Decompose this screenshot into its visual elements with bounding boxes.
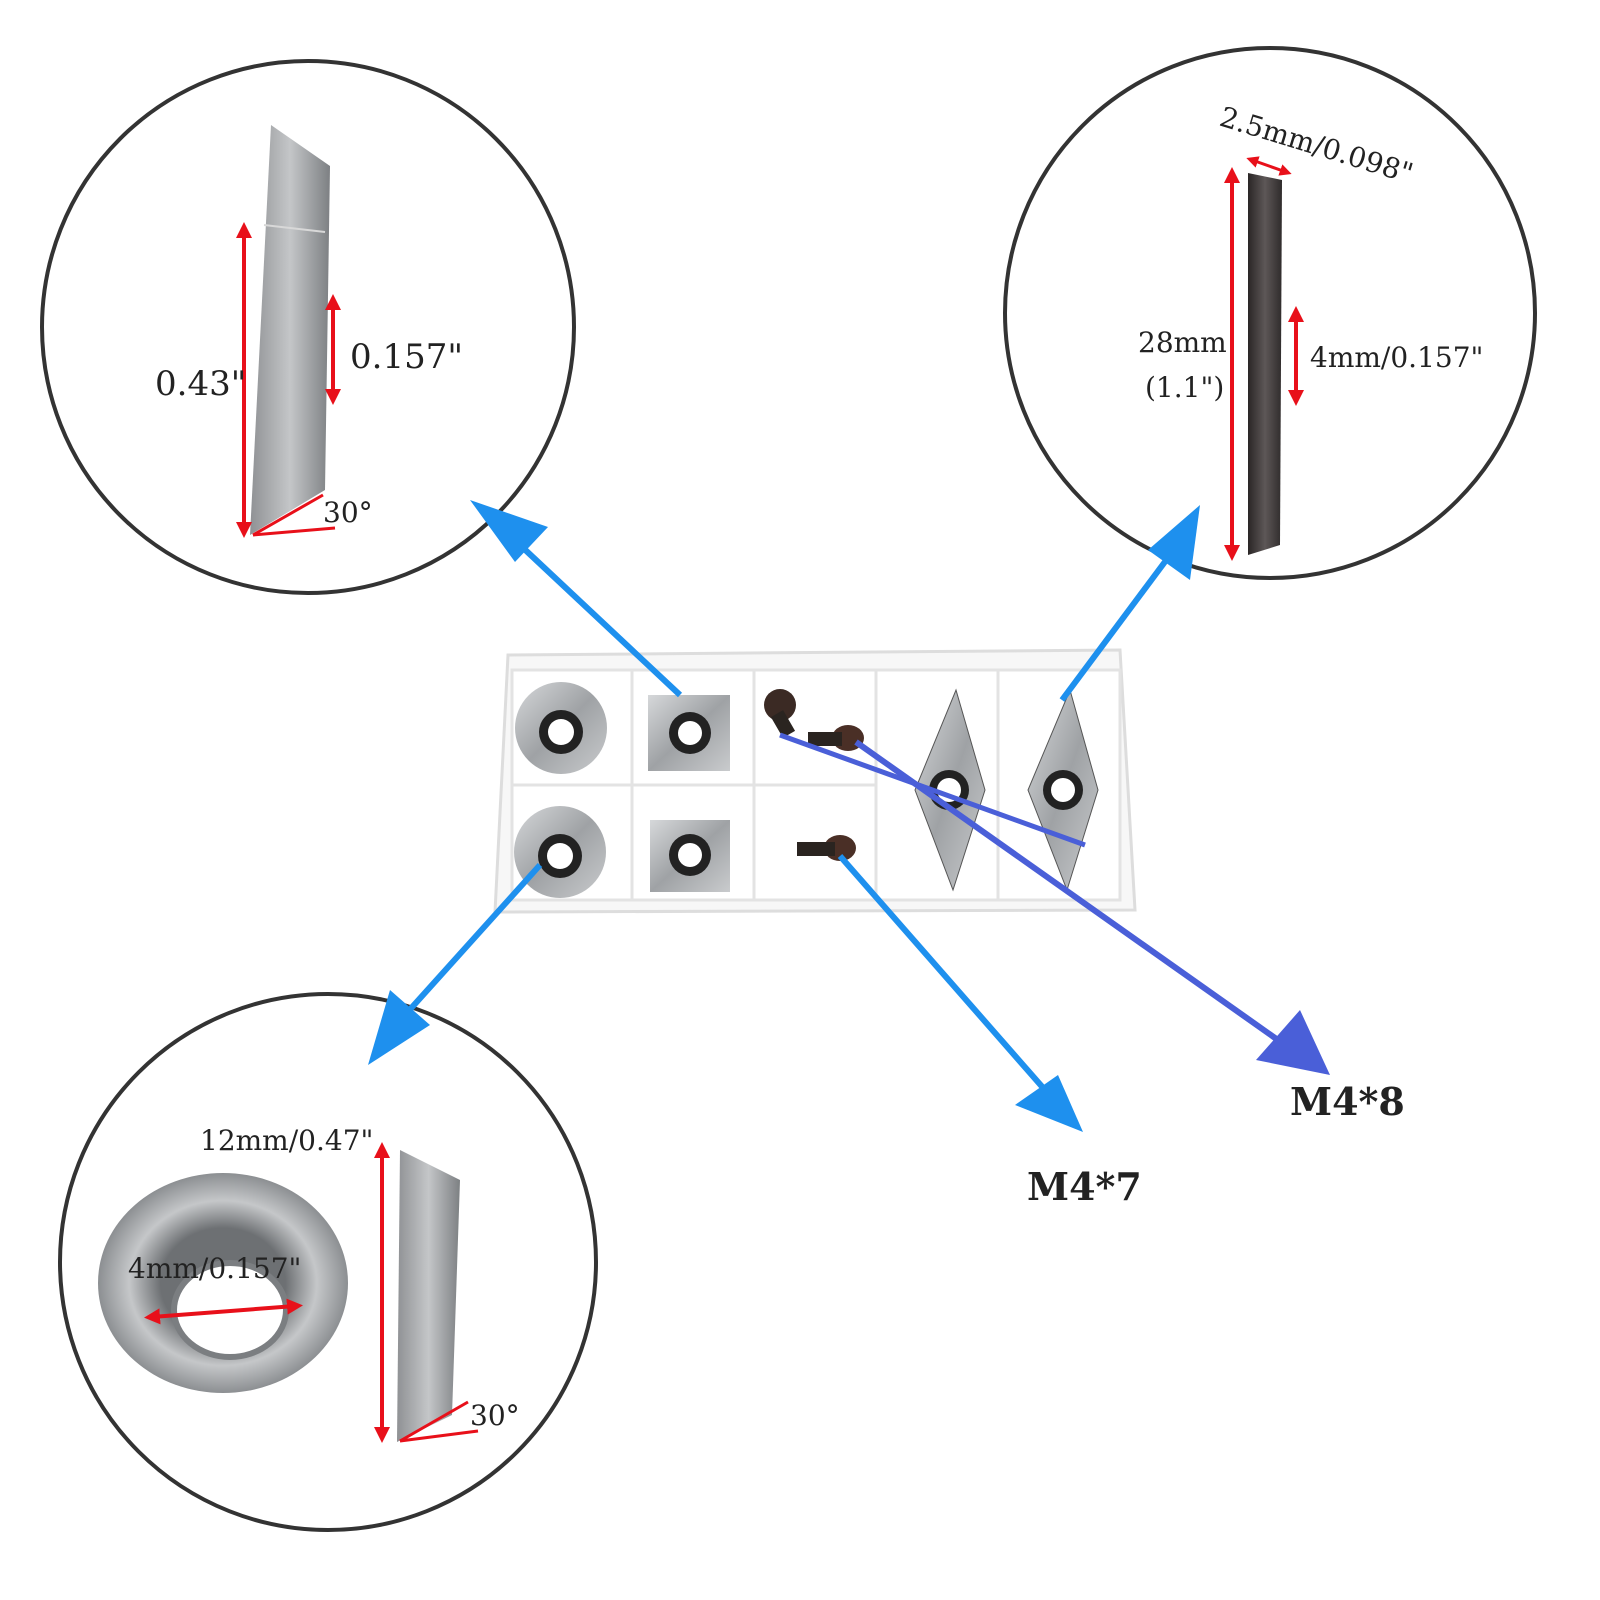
square-insert-detail: 0.43" 0.157" 30° [40,59,576,595]
angle-label: 30° [470,1399,520,1432]
diamond-insert-detail: 2.5mm/0.098" 28mm (1.1") 4mm/0.157" [1003,46,1537,580]
angle-line-a [399,1400,469,1443]
angle-line-b [252,526,336,537]
arrow-icon [854,739,1287,1048]
arrow-icon [1148,505,1200,580]
length-label-line2: (1.1") [1145,371,1224,404]
height-label: 0.43" [155,364,246,404]
screw-icon [797,835,856,861]
pointer-arrows [368,500,1330,1132]
thickness-label: 0.157" [350,337,463,377]
arrow-icon [402,862,543,1018]
screw-icon [764,689,796,738]
diamond-insert-side-view [1248,173,1282,555]
angle-label: 30° [323,496,373,529]
round-insert [514,806,606,898]
angle-line-b [399,1429,479,1443]
chamfer-line [263,224,326,233]
square-insert-side-view [250,125,330,535]
round-insert-side-view [397,1150,460,1442]
screw-long-label: M4*8 [1290,1079,1405,1124]
square-insert [648,695,730,771]
square-insert [650,820,730,892]
arrow-icon [837,854,1048,1092]
length-label-line1: 28mm [1138,326,1227,359]
round-insert [515,682,607,774]
arrow-icon [470,500,548,562]
round-insert-detail: 12mm/0.47" 4mm/0.157" 30° [58,992,598,1532]
thickness-label: 4mm/0.157" [1310,341,1483,374]
diamond-insert [1027,688,1099,892]
arrow-icon [517,542,683,698]
arrow-icon [1059,553,1173,702]
hole-dimension-arrow [144,1298,303,1325]
diameter-label: 12mm/0.47" [200,1124,373,1157]
arrow-icon [368,990,430,1065]
width-dimension-arrow [1246,156,1292,176]
angle-line-a [252,493,324,537]
insert-tray [493,648,1137,914]
screw-short-label: M4*7 [1027,1164,1142,1209]
arrow-icon [779,732,1086,848]
arrow-icon [1256,1010,1330,1075]
hole-label: 4mm/0.157" [128,1252,301,1285]
arrow-icon [1015,1075,1083,1132]
tray-compartment [752,668,878,787]
